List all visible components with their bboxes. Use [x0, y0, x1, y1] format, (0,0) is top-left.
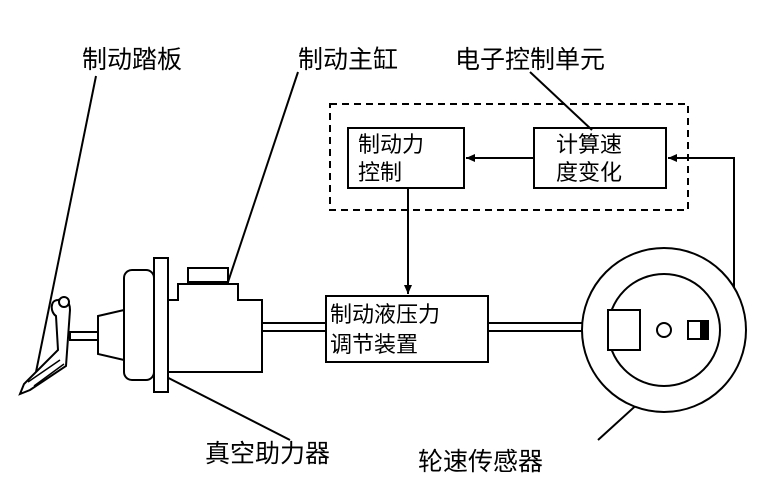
vacuum-booster	[123, 257, 169, 393]
brake-force-control-box: 制动力 控制	[347, 127, 465, 189]
leader-ecu	[529, 71, 593, 131]
wheel-assembly	[581, 247, 747, 413]
ecu-label: 电子控制单元	[455, 45, 605, 74]
push-rod	[69, 331, 99, 341]
leader-brake-pedal	[35, 75, 97, 373]
brake-force-control-line2: 控制	[358, 161, 402, 186]
hydraulic-regulator-line2: 调节装置	[330, 333, 418, 358]
wheel-hub	[656, 322, 672, 338]
brake-caliper	[607, 309, 641, 351]
hydraulic-regulator-box: 制动液压力 调节装置	[325, 295, 489, 363]
hydraulic-regulator-line1: 制动液压力	[330, 303, 440, 328]
brake-pedal-label: 制动踏板	[82, 45, 182, 74]
push-rod-connector	[97, 308, 125, 362]
speed-sensor-tip	[700, 321, 708, 339]
speed-change-calc-line2: 度变化	[556, 161, 622, 186]
leader-vacuum-booster	[144, 365, 291, 441]
vacuum-booster-label: 真空助力器	[205, 439, 330, 468]
master-cylinder	[167, 267, 263, 373]
master-cylinder-label: 制动主缸	[298, 45, 398, 74]
speed-change-calc-line1: 计算速	[556, 133, 622, 158]
wheel-speed-sensor-label: 轮速传感器	[418, 447, 543, 476]
pipe-master-to-regulator	[261, 322, 327, 332]
brake-pedal	[18, 296, 72, 396]
brake-force-control-line1: 制动力	[358, 133, 424, 158]
speed-change-calc-box: 计算速 度变化	[533, 127, 667, 189]
